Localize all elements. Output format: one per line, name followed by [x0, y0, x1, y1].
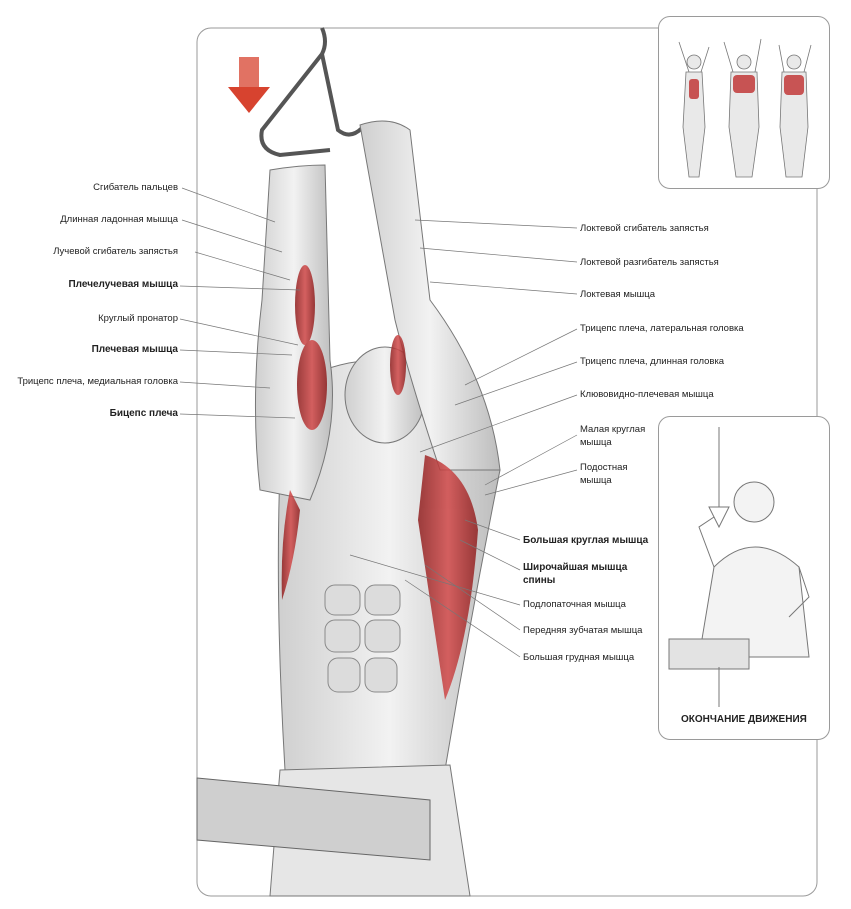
down-arrow-icon: [228, 57, 270, 113]
end-movement-caption: ОКОНЧАНИЕ ДВИЖЕНИЯ: [681, 714, 807, 725]
label-serratus-anterior: Передняя зубчатая мышца: [523, 625, 643, 636]
end-movement-panel: ОКОНЧАНИЕ ДВИЖЕНИЯ: [658, 416, 830, 740]
right-arm: [359, 120, 501, 471]
label-coracobrachialis: Клювовидно-плечевая мышца: [580, 389, 714, 400]
label-flexor-carpi-radialis: Лучевой сгибатель запястья: [53, 246, 178, 257]
label-infraspinatus: Подостная мышца: [580, 462, 628, 486]
left-arm: [254, 164, 333, 501]
label-flexor-digitorum: Сгибатель пальцев: [93, 182, 178, 193]
end-movement-figure: [668, 427, 810, 707]
label-palmaris-longus: Длинная ладонная мышца: [60, 214, 178, 225]
label-triceps-medial: Трицепс плеча, медиальная головка: [17, 376, 178, 387]
label-flexor-carpi-ulnaris: Локтевой сгибатель запястья: [580, 223, 709, 234]
label-triceps-long: Трицепс плеча, длинная головка: [580, 356, 725, 367]
label-subscapularis: Подлопаточная мышца: [523, 599, 626, 610]
label-brachioradialis: Плечелучевая мышца: [68, 279, 178, 290]
label-brachialis: Плечевая мышца: [91, 344, 178, 355]
label-pectoralis-major: Большая грудная мышца: [523, 652, 635, 663]
highlighted-muscles: [281, 265, 478, 700]
label-teres-minor: Малая круглая мышца: [580, 424, 646, 448]
label-biceps: Бицепс плеча: [109, 408, 178, 419]
label-anconeus: Локтевая мышца: [580, 289, 656, 300]
label-teres-major: Большая круглая мышца: [523, 535, 649, 546]
label-latissimus-dorsi: Широчайшая мышца спины: [523, 562, 628, 586]
muscle-map-panel: [658, 16, 830, 189]
bench: [196, 777, 431, 861]
cable-handle: [259, 27, 364, 158]
label-pronator-teres: Круглый пронатор: [98, 313, 178, 324]
label-extensor-carpi-ulnaris: Локтевой разгибатель запястья: [580, 257, 719, 268]
muscle-map-figures: [678, 38, 812, 178]
label-triceps-lateral: Трицепс плеча, латеральная головка: [580, 323, 744, 334]
